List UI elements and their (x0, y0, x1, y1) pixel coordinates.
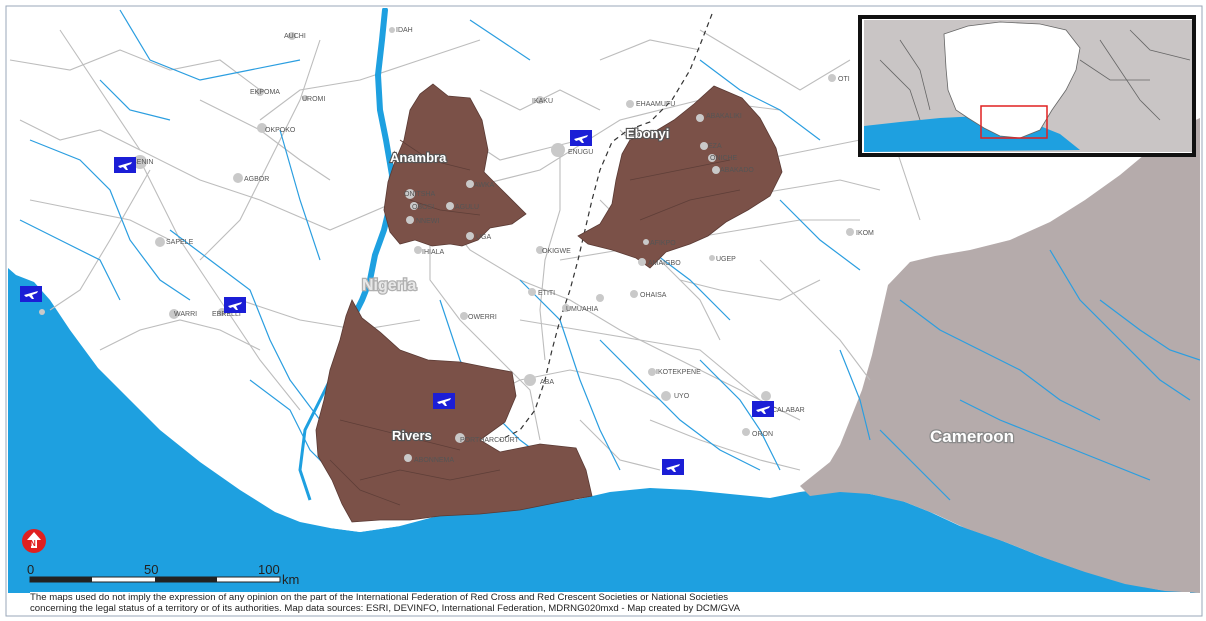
city-label: OKPOKO (265, 127, 296, 134)
city-label: SAPELE (166, 239, 194, 246)
city-label: ABAKALIKI (706, 113, 742, 120)
airport-markers (20, 130, 774, 475)
inset-nigeria (943, 21, 1081, 139)
scale-tick-100: 100 (258, 562, 280, 577)
city-label: BENIN (132, 159, 153, 166)
scale-tick-0: 0 (27, 562, 34, 577)
locator-inset-map (858, 15, 1196, 157)
city-label: ABA (540, 379, 554, 386)
city-label: ETITI (538, 290, 555, 297)
scale-bar: 0 50 100 km (27, 562, 299, 587)
city-label: OBOSI (412, 204, 434, 211)
north-arrow-icon: N (22, 529, 46, 553)
city-label: UYO (674, 393, 690, 400)
city-label: EBRELLI (212, 311, 241, 318)
plane-icon (433, 393, 455, 409)
disclaimer-line-1: The maps used do not imply the expressio… (30, 592, 729, 603)
city-label: OHAISA (640, 292, 667, 299)
neighbor-country-cameroon (800, 118, 1200, 593)
state-internal-lines (329, 139, 741, 506)
city-label: PORTHARCOURT (460, 437, 520, 444)
scale-tick-50: 50 (144, 562, 158, 577)
city-label: IKOM (856, 230, 874, 237)
delta-coast (320, 515, 400, 532)
city-label: ENUGU (568, 149, 593, 156)
city-label: IHIALA (422, 249, 445, 256)
city-label: AWKA (474, 182, 495, 189)
city-labels: AUCHI IDAH EKPOMA UROMI OKPOKO BENIN AGB… (132, 27, 874, 464)
city-label: EZA (708, 143, 722, 150)
city-label: ONITSHA (404, 191, 435, 198)
city-label: OKIGWE (542, 248, 571, 255)
plane-icon (20, 286, 42, 302)
city-label: CALABAR (772, 407, 805, 414)
city-label: UROMI (302, 96, 325, 103)
city-label: AFIKPO (650, 240, 676, 247)
city-label: ONICHE (710, 155, 738, 162)
country-label-nigeria: Nigeria (362, 277, 416, 294)
city-label: UGA (476, 234, 492, 241)
state-label-ebonyi: Ebonyi (626, 126, 669, 141)
city-label: ORON (752, 431, 773, 438)
state-boundary (499, 13, 713, 441)
city-label: AUCHI (284, 33, 306, 40)
scale-unit: km (282, 572, 299, 587)
city-label: IDAH (396, 27, 413, 34)
town-markers (39, 27, 854, 462)
svg-text:N: N (30, 539, 36, 548)
city-label: EKPOMA (250, 89, 280, 96)
state-anambra (383, 83, 527, 247)
city-label: UGEP (716, 256, 736, 263)
inset-highlight-box (980, 105, 1048, 139)
city-label: ABONNEMA (414, 457, 454, 464)
plane-icon (662, 459, 684, 475)
city-label: UMUAHIA (566, 306, 599, 313)
city-label: AMAIGBO (648, 260, 681, 267)
country-label-cameroon: Cameroon (930, 427, 1014, 446)
city-label: ABAKADO (720, 167, 754, 174)
state-label-anambra: Anambra (390, 150, 447, 165)
plane-icon (114, 157, 136, 173)
sea-area (8, 268, 1200, 593)
disclaimer-line-2: concerning the legal status of a territo… (30, 603, 741, 614)
city-label: WARRI (174, 311, 197, 318)
plane-icon (752, 401, 774, 417)
city-label: EHAAMUFU (636, 101, 675, 108)
road-network (9, 29, 921, 471)
state-rivers (315, 299, 593, 523)
city-label: NNEWI (416, 218, 439, 225)
city-label: AGBOR (244, 176, 269, 183)
niger-river-branch (298, 369, 337, 501)
plane-icon (224, 297, 246, 313)
city-label: IKOTEKPENE (656, 369, 701, 376)
state-ebonyi (577, 85, 783, 269)
city-label: IKAKU (532, 98, 553, 105)
map-disclaimer: The maps used do not imply the expressio… (30, 592, 1190, 614)
city-label: OWERRI (468, 314, 497, 321)
city-label: OTI (838, 76, 850, 83)
state-label-rivers: Rivers (392, 428, 432, 443)
city-label: AGULU (455, 204, 479, 211)
plane-icon (570, 130, 592, 146)
